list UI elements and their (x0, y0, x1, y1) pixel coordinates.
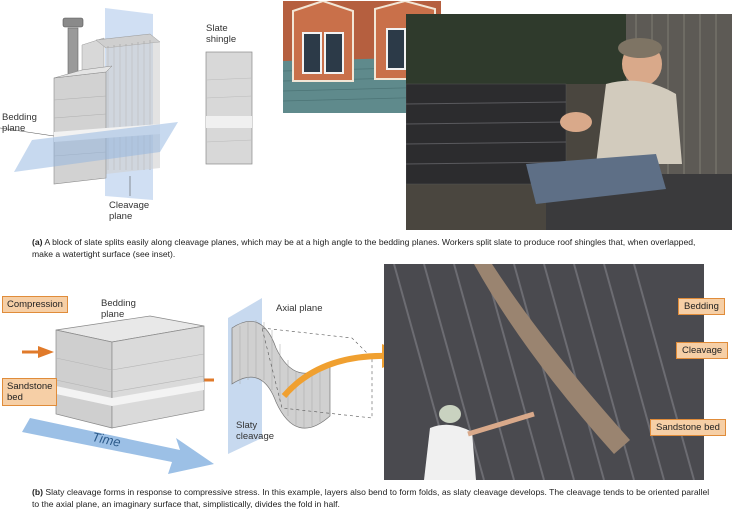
slate-worker-photo (406, 14, 732, 230)
caption-a-text: A block of slate splits easily along cle… (32, 237, 696, 259)
slate-block-diagram (0, 8, 178, 200)
bedding-plane-label-b: Bedding plane (101, 298, 136, 320)
slate-shingle-label: Slate shingle (206, 23, 237, 45)
bedding-plane-label-a: Bedding plane (2, 112, 37, 134)
caption-b-letter: (b) (32, 487, 43, 497)
slaty-cleavage-label: Slaty cleavage (236, 420, 275, 442)
photo-sandstone-bed-label: Sandstone bed (650, 419, 726, 436)
caption-b-text: Slaty cleavage forms in response to comp… (32, 487, 710, 509)
slate-shingle-illustration (205, 51, 253, 165)
caption-a-letter: (a) (32, 237, 43, 247)
photo-cleavage-label: Cleavage (676, 342, 729, 359)
outcrop-photo (384, 264, 704, 480)
cleavage-plane-label-a: Cleavage plane (109, 200, 150, 222)
photo-bedding-label: Bedding (678, 298, 725, 315)
compression-callout: Compression (2, 296, 68, 313)
caption-b: (b) Slaty cleavage forms in response to … (32, 486, 712, 510)
axial-plane-label: Axial plane (276, 303, 323, 314)
sandstone-bed-callout: Sandstone bed (2, 378, 58, 406)
caption-a: (a) A block of slate splits easily along… (32, 236, 712, 260)
slaty-cleavage-diagram (22, 298, 390, 474)
